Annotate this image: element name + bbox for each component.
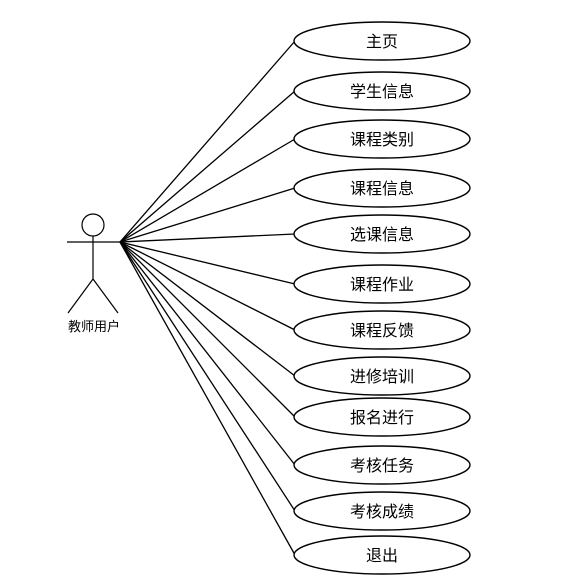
use-case-label: 退出 [366,546,398,565]
use-case: 课程反馈 [293,310,471,350]
association-line [119,187,296,243]
use-case-ellipse [293,71,471,111]
association-lines [119,40,296,556]
use-case-ellipse [293,445,471,485]
use-case-ellipse [293,264,471,304]
use-case: 课程类别 [293,119,471,159]
use-case-label: 课程反馈 [350,321,414,340]
use-cases: 主页学生信息课程类别课程信息选课信息课程作业课程反馈进修培训报名进行考核任务考核… [293,21,471,575]
use-case-ellipse [293,356,471,396]
actor-left-leg [67,278,94,314]
association-line [119,241,296,512]
association-line [119,241,296,331]
use-case: 报名进行 [293,397,471,437]
use-case: 课程信息 [293,168,471,208]
use-case-ellipse [293,535,471,575]
use-case: 进修培训 [293,356,471,396]
use-case-ellipse [293,397,471,437]
association-line [119,241,296,377]
association-line [119,241,296,418]
use-case-ellipse [293,168,471,208]
use-case: 主页 [293,21,471,61]
use-case-label: 课程类别 [350,130,414,149]
use-case: 退出 [293,535,471,575]
use-case-ellipse [293,491,471,531]
use-case: 课程作业 [293,264,471,304]
association-line [119,138,296,243]
association-line [119,40,296,243]
use-case: 考核成绩 [293,491,471,531]
use-case-label: 考核任务 [350,456,414,475]
actor: 教师用户 [67,213,120,335]
use-case-label: 课程作业 [350,275,414,294]
actor-label: 教师用户 [68,319,120,335]
association-line [119,241,296,556]
association-line [119,241,296,285]
use-case-label: 进修培训 [350,367,414,386]
association-line [119,90,296,243]
use-case-ellipse [293,119,471,159]
use-case-label: 主页 [366,32,398,51]
actor-right-leg [92,278,119,314]
use-case-label: 选课信息 [350,225,414,244]
use-case-label: 考核成绩 [350,502,414,521]
association-line [119,233,296,243]
actor-head [81,213,105,237]
use-case: 学生信息 [293,71,471,111]
association-line [119,241,296,466]
use-case-label: 报名进行 [350,408,414,427]
use-case-label: 学生信息 [350,82,414,101]
use-case: 考核任务 [293,445,471,485]
use-case-ellipse [293,21,471,61]
use-case: 选课信息 [293,214,471,254]
use-case-label: 课程信息 [350,179,414,198]
use-case-ellipse [293,214,471,254]
use-case-ellipse [293,310,471,350]
